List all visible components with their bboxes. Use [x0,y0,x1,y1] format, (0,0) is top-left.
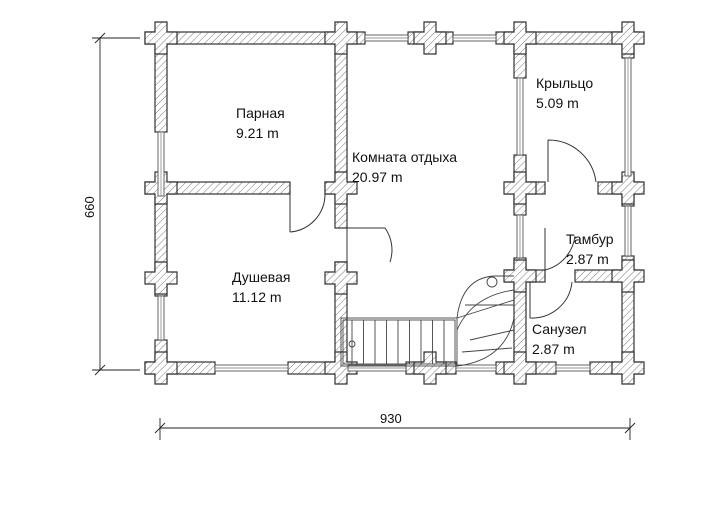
room-shower-area: 11.12 m [232,289,282,305]
door-porch [547,139,597,183]
log-end-cross [503,21,537,55]
door-lounge [346,227,393,263]
stair-winder [456,299,515,319]
log-end-cross [324,171,358,205]
room-shower-name: Душевая [232,269,290,285]
room-lounge-area: 20.97 m [352,169,403,185]
staircase [340,275,515,367]
log-end-cross [324,21,358,55]
log-end-cross [611,171,645,205]
log-end-cross [503,171,537,205]
log-end-cross [324,351,358,385]
door-bathroom [529,281,573,319]
log-end-cross [611,351,645,385]
log-end-cross [611,259,645,293]
room-labels: Парная 9.21 m Душевая 11.12 m Комната от… [232,75,614,357]
room-steam-room-area: 9.21 m [236,125,279,141]
room-porch-area: 5.09 m [536,95,579,111]
log-end-cross [144,261,178,295]
stair-winder [461,347,513,353]
room-bathroom-area: 2.87 m [532,341,575,357]
height-dimension: 660 [82,196,97,218]
dimensions: 930 660 [82,32,636,440]
room-porch-name: Крыльцо [536,75,593,91]
door-vestibule [544,228,576,271]
room-bathroom-name: Санузел [532,321,587,337]
room-vestibule-name: Тамбур [566,231,614,247]
room-lounge-name: Комната отдыха [352,149,457,165]
log-end-cross [503,259,537,293]
width-dimension: 930 [380,411,402,426]
room-steam-room-name: Парная [236,105,285,121]
door-steam-room [289,193,326,233]
log-end-cross [144,351,178,385]
log-end-cross [413,21,447,55]
doors [289,139,597,319]
windows [157,34,632,372]
log-end-cross [144,21,178,55]
log-end-cross [324,261,358,295]
log-end-cross [413,351,447,385]
log-end-cross [503,351,537,385]
stair-winder [469,329,515,341]
log-end-cross [611,21,645,55]
room-vestibule-area: 2.87 m [566,251,609,267]
